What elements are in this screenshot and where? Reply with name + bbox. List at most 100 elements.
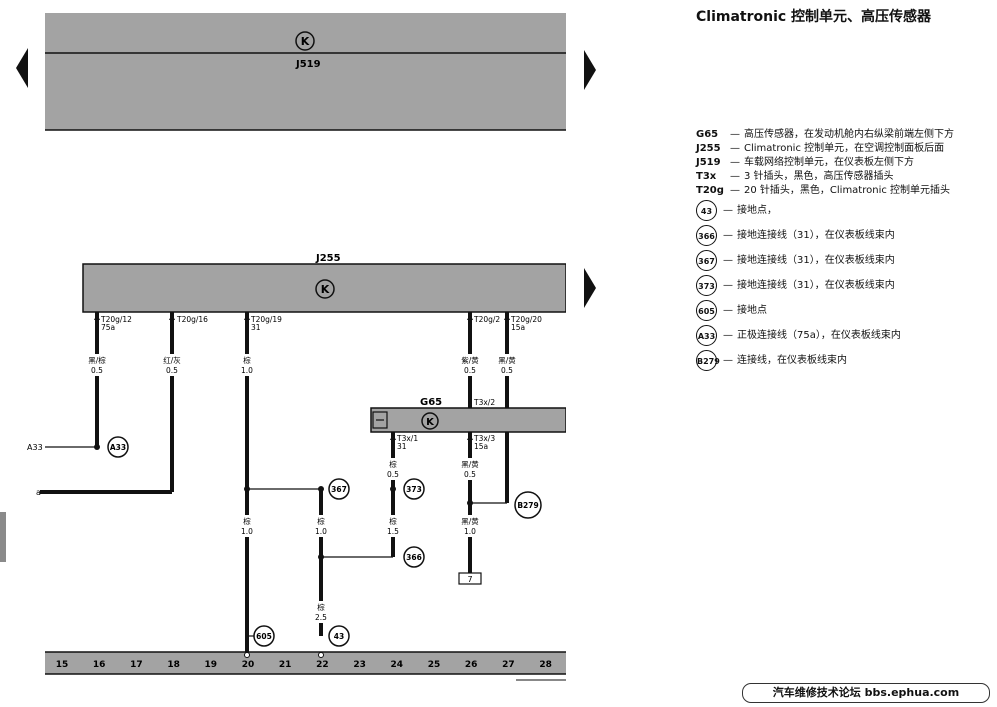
- ground-point-icon: 605: [696, 299, 717, 321]
- legend-item: B279—连接线，在仪表板线束内: [696, 348, 996, 373]
- wire-label-bg: [82, 354, 112, 376]
- grid-number: 18: [167, 660, 180, 670]
- wire-label-bg: [157, 354, 187, 376]
- wire-size: 0.5: [387, 470, 399, 479]
- grid-number: 23: [353, 660, 366, 670]
- wiring-diagram: K J519 J255 K K G65 7: [27, 13, 566, 681]
- wire-size: 1.0: [464, 527, 476, 536]
- k-symbol-icon: [295, 31, 315, 51]
- wire-size: 0.5: [464, 470, 476, 479]
- legend-text: 20 针插头，黑色，Climatronic 控制单元插头: [744, 185, 951, 196]
- connector-label: 31: [397, 442, 407, 451]
- ground-point-icon: A33: [696, 324, 717, 346]
- ground-point-label: 366: [406, 553, 422, 562]
- ground-point-label: 43: [334, 632, 344, 641]
- legend-dash: —: [730, 129, 740, 140]
- connector-label: T20g/2: [473, 315, 500, 324]
- wire-color: 黑/黄: [498, 355, 516, 365]
- wire-size: 0.5: [166, 366, 178, 375]
- ground-point-icon: 373: [696, 274, 717, 296]
- wire-size: 0.5: [464, 366, 476, 375]
- connector-label: T3x/1: [396, 434, 418, 443]
- connector-label: 75a: [101, 323, 115, 332]
- legend-text: 连接线，在仪表板线束内: [737, 355, 847, 366]
- ground-point-icon: 366: [696, 224, 717, 246]
- grid-number: 15: [56, 660, 69, 670]
- next-page-arrow-icon[interactable]: [584, 268, 596, 308]
- wire-label-bg: [378, 458, 408, 480]
- legend-text: 3 针插头，黑色，高压传感器插头: [744, 171, 894, 182]
- connector-label: T20g/16: [176, 315, 208, 324]
- connector-label: 15a: [474, 442, 488, 451]
- legend-code: T3x: [696, 171, 717, 182]
- wire-label-bg: [492, 354, 522, 376]
- ground-point-label: A33: [110, 443, 126, 452]
- legend-code: T20g: [696, 185, 724, 196]
- legend-item: A33—正极连接线（75a），在仪表板线束内: [696, 323, 996, 348]
- legend-item: J255—Climatronic 控制单元，在空调控制面板后面: [696, 142, 996, 156]
- wire-label-bg: [232, 354, 262, 376]
- legend-dash: —: [730, 143, 740, 154]
- legend-item: T3x — 3 针插头，黑色，高压传感器插头: [696, 170, 996, 184]
- terminal-arrow-icon: [169, 314, 175, 320]
- wire-color: 黑/黄: [461, 516, 479, 526]
- wire-color: 棕: [243, 355, 251, 365]
- ground-point-label: 367: [331, 485, 347, 494]
- legend-dash: —: [723, 255, 733, 266]
- legend-code: J255: [696, 143, 721, 154]
- wire-size: 0.5: [501, 366, 513, 375]
- legend-dash: —: [730, 157, 740, 168]
- wire-size: 0.5: [91, 366, 103, 375]
- legend-dash: —: [723, 355, 733, 366]
- ground-point-label: B279: [517, 501, 538, 510]
- wire-color: 棕: [243, 516, 251, 526]
- legend-text: 高压传感器，在发动机舱内右纵梁前端左侧下方: [744, 129, 954, 140]
- legend-dash: —: [730, 171, 740, 182]
- legend-dash: —: [723, 205, 733, 216]
- connector-label: 31: [251, 323, 261, 332]
- k-symbol-icon: [421, 412, 439, 430]
- legend-item: J519—车载网络控制单元，在仪表板左侧下方: [696, 156, 996, 170]
- wire-color: 黑/棕: [88, 355, 106, 365]
- wire-label-bg: [378, 515, 408, 537]
- wire-size: 1.0: [315, 527, 327, 536]
- next-page-arrow-icon[interactable]: [584, 50, 596, 90]
- g65-sensor: [370, 407, 566, 433]
- wire-color: 棕: [389, 459, 397, 469]
- wire-label-bg: [306, 515, 336, 537]
- j519-unit: [45, 13, 566, 130]
- previous-page-arrow-icon[interactable]: [16, 48, 28, 88]
- ground-point-label: 605: [256, 632, 272, 641]
- k-symbol: K: [426, 417, 435, 428]
- j255-label: J255: [315, 253, 341, 264]
- legend-item: 366—接地连接线（31），在仪表板线束内: [696, 223, 996, 248]
- ground-point-icon: [403, 546, 425, 568]
- legend-text: 接地点，: [737, 205, 777, 216]
- junction-dots: [94, 444, 473, 560]
- grid-number: 27: [502, 660, 515, 670]
- legend-dash: —: [723, 280, 733, 291]
- legend-text: 接地点: [737, 305, 767, 316]
- grid-number: 25: [428, 660, 441, 670]
- wire-color: 棕: [317, 516, 325, 526]
- legend-item: 373 — 接地连接线（31），在仪表板线束内: [696, 273, 996, 298]
- connector-label: T3x/3: [473, 434, 495, 443]
- scroll-edge: [0, 512, 6, 562]
- wire-label-bg: [232, 515, 262, 537]
- ground-point-icon: [328, 625, 350, 647]
- legend-text: 正极连接线（75a），在仪表板线束内: [737, 330, 901, 341]
- legend-text: 接地连接线（31），在仪表板线束内: [737, 280, 895, 291]
- wire-size: 1.0: [241, 366, 253, 375]
- terminal-arrow-icon: [504, 314, 510, 320]
- k-symbol: K: [301, 35, 310, 48]
- ground-point-icon: 43: [696, 199, 717, 221]
- legend-code: J519: [696, 157, 721, 168]
- wire-label-bg: [306, 601, 336, 623]
- wire-size: 1.5: [387, 527, 399, 536]
- connector-label: T20g/12: [100, 315, 132, 324]
- connector-label: 15a: [511, 323, 525, 332]
- ground-point-icon: [328, 478, 350, 500]
- wire-color: 棕: [317, 602, 325, 612]
